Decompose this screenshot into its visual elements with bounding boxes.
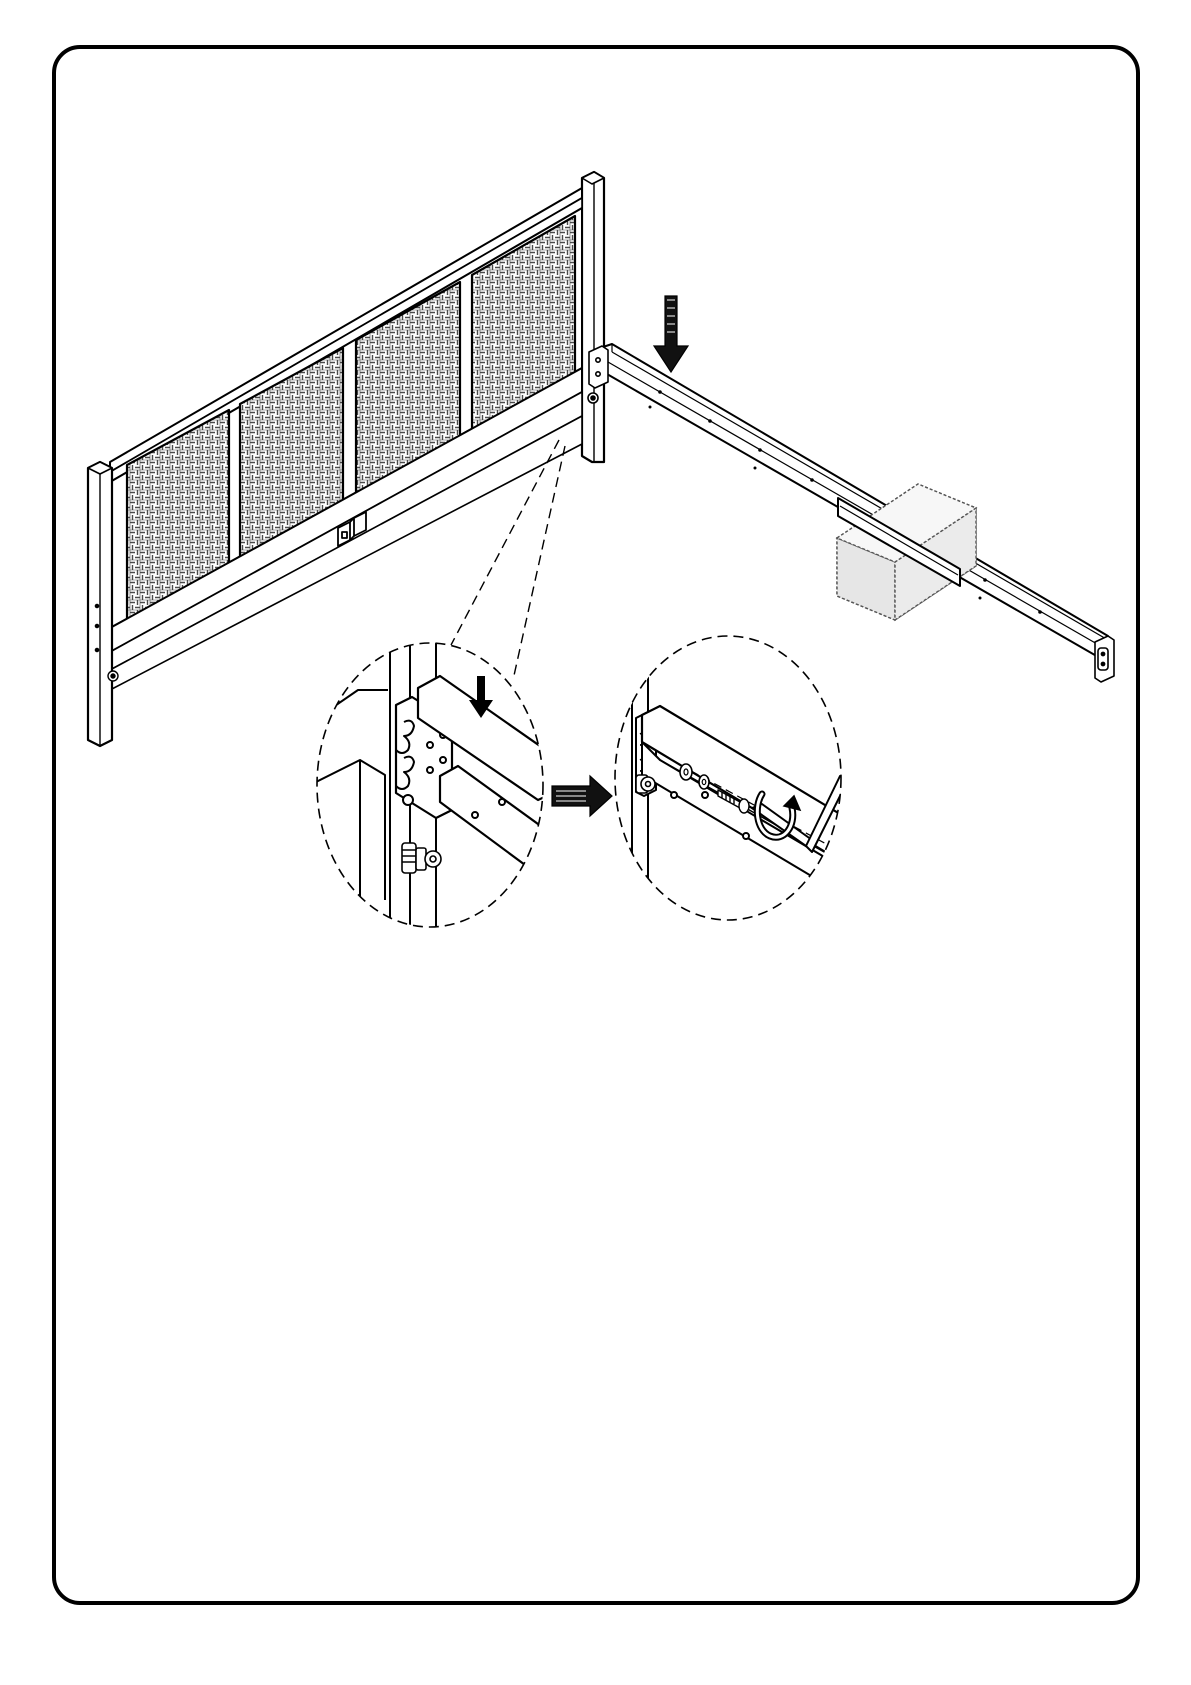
left-post-bolt (108, 671, 118, 681)
headboard (88, 172, 604, 746)
side-rail-body (600, 344, 1108, 658)
headboard-right-post (582, 172, 604, 462)
detail-hook-rail-onto-bracket (300, 630, 560, 940)
rail-foot-bracket (1095, 636, 1114, 682)
right-arrow-icon (552, 776, 612, 816)
down-arrow-icon (654, 296, 688, 372)
detail-tighten-bolt (610, 630, 860, 930)
